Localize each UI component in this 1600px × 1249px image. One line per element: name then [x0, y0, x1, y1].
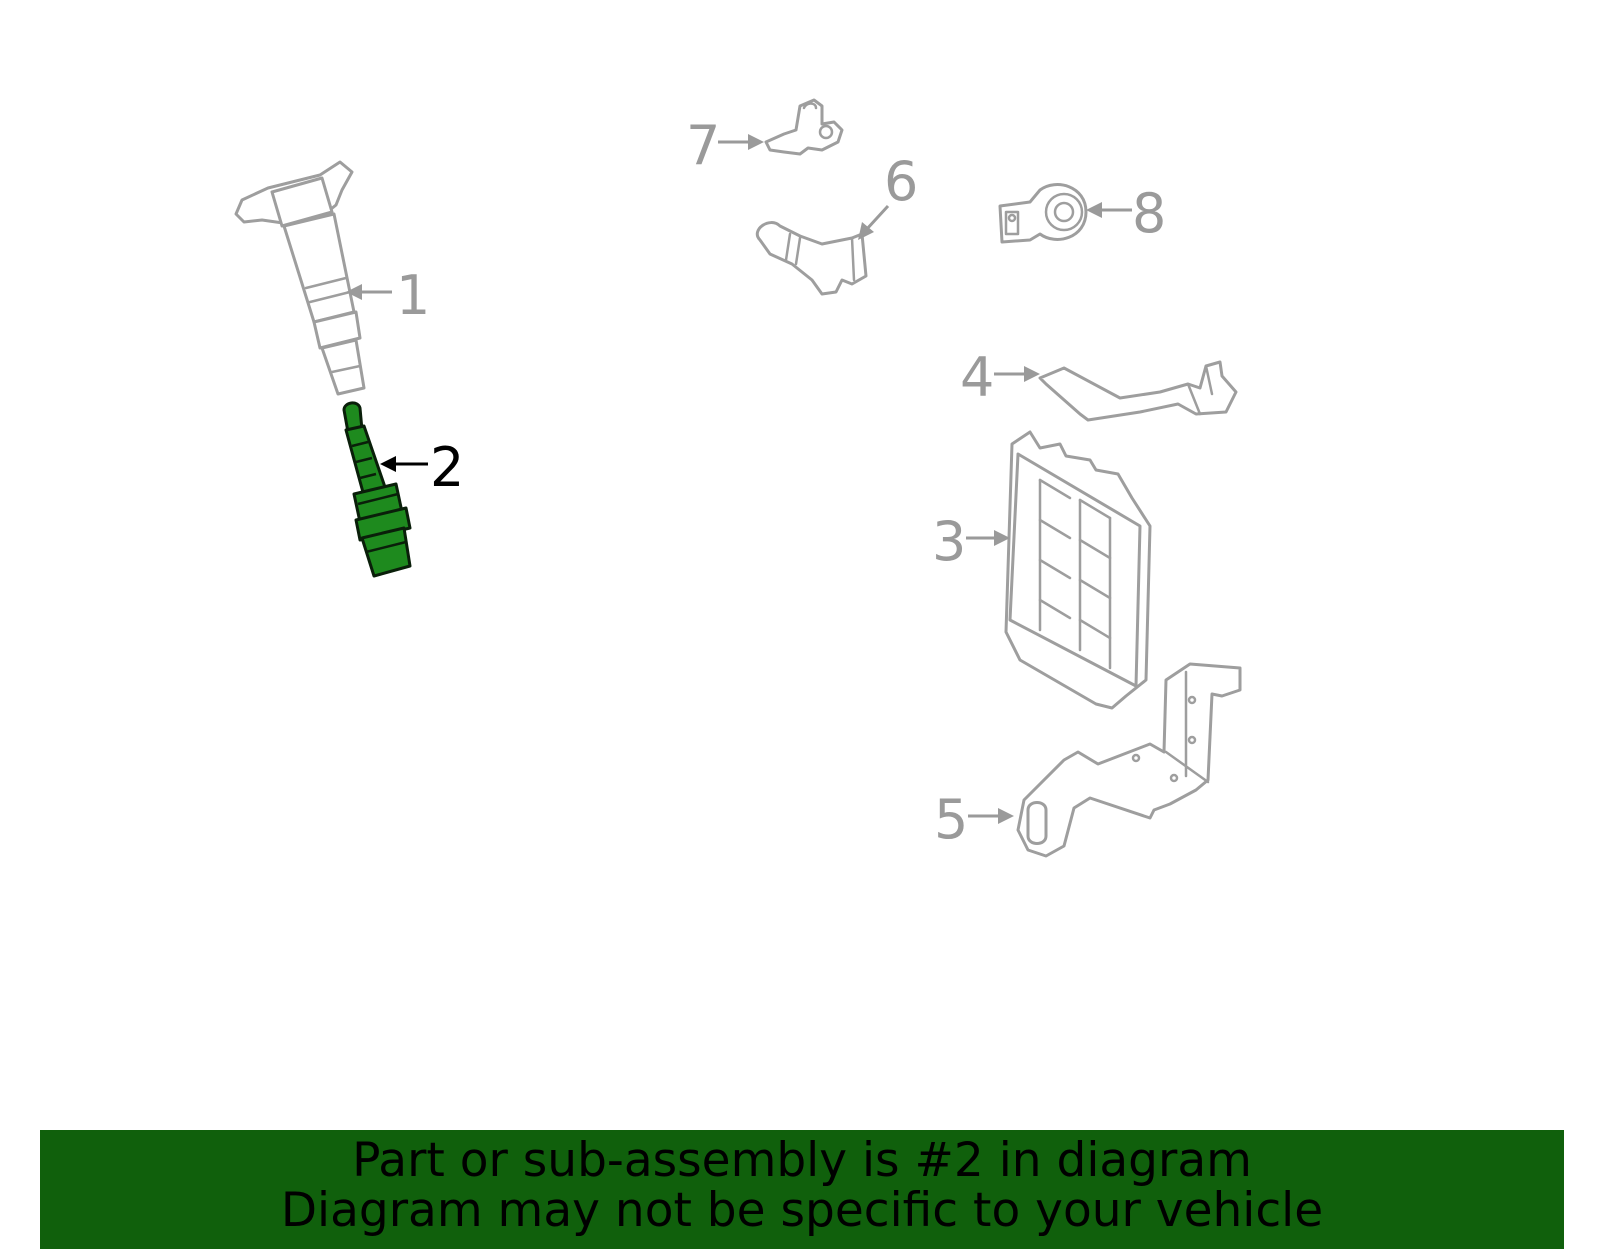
- part-3-ecu-module[interactable]: [1004, 430, 1152, 710]
- callout-8: 8: [1132, 182, 1166, 245]
- callout-6: 6: [884, 150, 918, 213]
- callout-3: 3: [932, 510, 966, 573]
- banner-line-2: Diagram may not be specific to your vehi…: [280, 1183, 1324, 1238]
- arrow-6: [864, 204, 890, 232]
- callout-2: 2: [430, 436, 464, 499]
- arrowhead-4: [1024, 366, 1040, 382]
- arrowhead-6: [858, 222, 874, 240]
- callout-4: 4: [960, 346, 994, 409]
- arrowhead-7: [748, 134, 764, 150]
- part-1-ignition-coil[interactable]: [234, 160, 366, 396]
- arrowhead-2: [380, 456, 396, 472]
- callout-7: 7: [686, 114, 720, 177]
- part-2-spark-plug[interactable]: [342, 401, 412, 578]
- part-5-mounting-bracket[interactable]: [1016, 662, 1242, 858]
- part-8-knock-sensor[interactable]: [998, 183, 1088, 244]
- part-4-bracket[interactable]: [1038, 360, 1238, 422]
- arrowhead-1: [346, 284, 362, 300]
- callout-1: 1: [396, 264, 430, 327]
- callout-5: 5: [934, 788, 968, 851]
- callout-arrows: [346, 134, 1132, 824]
- part-6-sensor[interactable]: [756, 221, 868, 296]
- arrowhead-8: [1086, 202, 1102, 218]
- banner-line-1: Part or sub-assembly is #2 in diagram: [352, 1133, 1252, 1188]
- arrowhead-3: [994, 530, 1010, 546]
- arrowhead-5: [998, 808, 1014, 824]
- part-7-sensor[interactable]: [764, 98, 844, 156]
- info-banner: Part or sub-assembly is #2 in diagram Di…: [40, 1130, 1564, 1249]
